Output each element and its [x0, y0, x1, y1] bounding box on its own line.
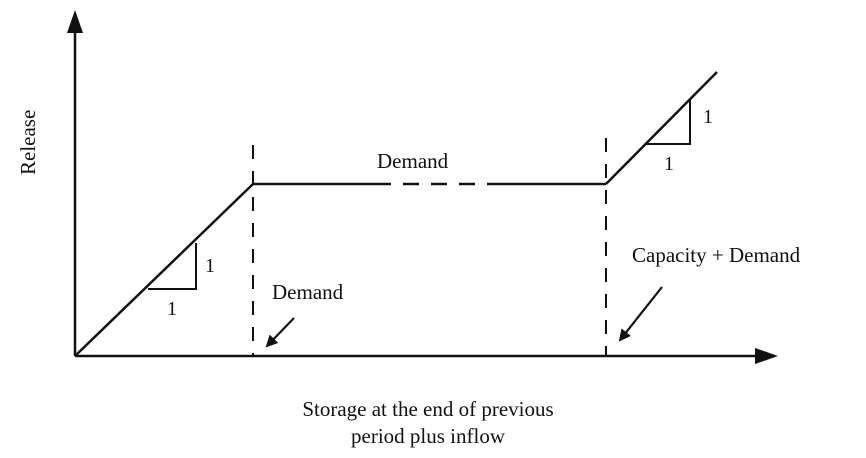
release-curve-rising-segment-left	[74, 183, 254, 357]
x-axis-arrowhead	[755, 348, 778, 364]
demand-threshold-arrow	[265, 317, 295, 348]
demand-curve-label: Demand	[377, 149, 449, 173]
slope-triangle-left	[148, 243, 197, 290]
capacity-demand-threshold-label: Capacity + Demand	[632, 243, 801, 267]
slope-right-rise-label: 1	[703, 106, 713, 128]
x-axis-label-line-1: Storage at the end of previous	[302, 397, 553, 421]
slope-right-run-label: 1	[664, 153, 674, 175]
x-axis-label-line-2: period plus inflow	[351, 424, 506, 448]
slope-left-rise-label: 1	[205, 255, 215, 277]
capacity-demand-arrow	[618, 286, 663, 342]
demand-threshold-label: Demand	[272, 280, 344, 304]
y-axis-label: Release	[16, 110, 40, 175]
slope-left-run-label: 1	[167, 298, 177, 320]
y-axis-arrowhead	[67, 10, 83, 33]
slope-triangle-right	[645, 99, 691, 145]
release-curve-rising-segment-right	[605, 71, 718, 185]
